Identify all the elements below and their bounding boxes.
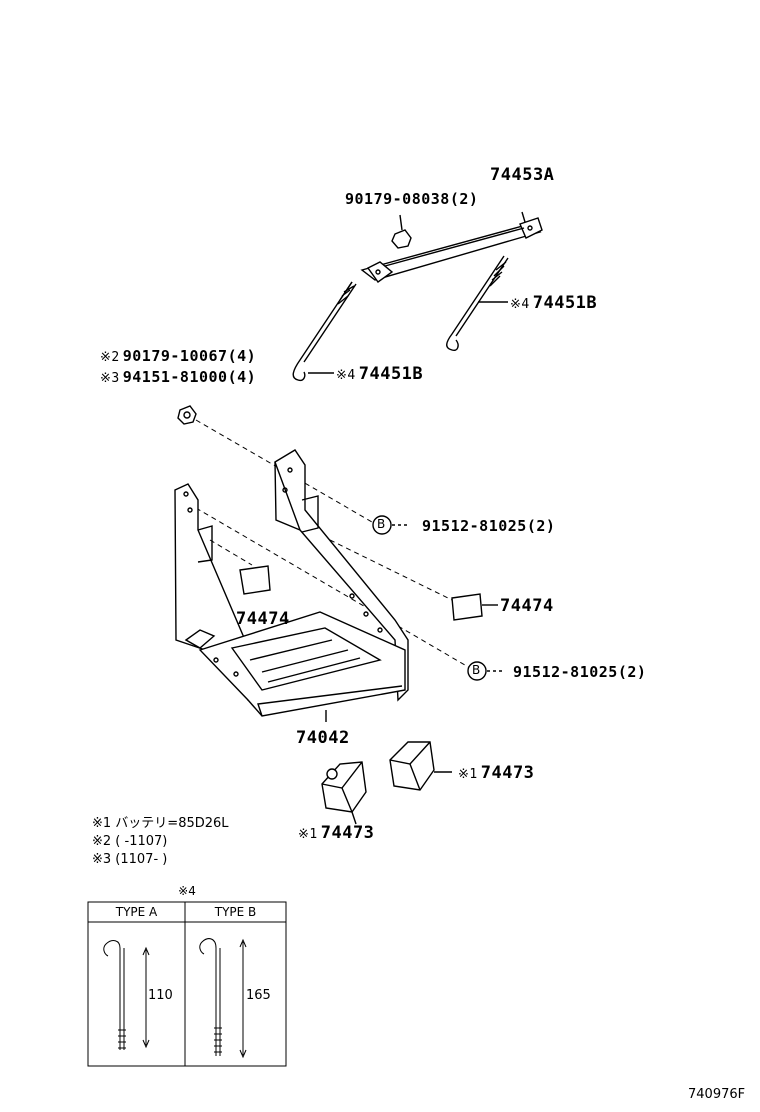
label-nut-upper: 90179-08038(2): [345, 190, 478, 208]
table-col-a: TYPE A: [115, 905, 158, 919]
pad-right-shape: [451, 593, 498, 621]
circle-b-upper-letter: B: [377, 517, 386, 531]
diagram-code: 740976F: [688, 1087, 746, 1102]
nut-b-qty: (4): [227, 347, 257, 365]
bolt-lower-qty: (2): [617, 663, 647, 681]
table-col-b: TYPE B: [214, 905, 257, 919]
circle-b-markers: [372, 515, 505, 681]
nut-c-number: 94151-81000: [122, 368, 228, 386]
nut-b-mark: ※2: [100, 350, 120, 365]
label-bolt-upper: 91512-81025(2): [422, 517, 555, 535]
note-1: ※1 バッテリ=85D26L: [92, 816, 229, 831]
pad-left-shape: [239, 565, 271, 595]
bolt-lower-number: 91512-81025: [513, 663, 618, 681]
block-left-mark: ※1: [298, 827, 318, 842]
note-3: ※3 (1107- ): [92, 852, 168, 867]
bolt-upper-qty: (2): [526, 517, 556, 535]
battery-clamp-bar: [360, 211, 543, 283]
battery-tray: [174, 449, 409, 722]
nut-left: [177, 405, 197, 425]
nut-c-mark: ※3: [100, 371, 120, 386]
note-2: ※2 ( -1107): [92, 834, 168, 849]
dim-type-b: 165: [246, 988, 271, 1003]
label-bolt-lower: 91512-81025(2): [513, 663, 646, 681]
nut-upper-number: 90179-08038: [345, 190, 450, 208]
nut-upper: [391, 214, 412, 249]
type-table: [87, 901, 287, 1067]
label-clamp-top: 74453A: [490, 165, 555, 185]
block-left-number: 74473: [320, 823, 375, 843]
block-right-number: 74473: [480, 763, 535, 783]
label-tray: 74042: [296, 728, 350, 748]
block-right-mark: ※1: [458, 767, 478, 782]
table-title: ※4: [178, 884, 196, 898]
nut-c-qty: (4): [227, 368, 257, 386]
rod-left-number: 74451B: [358, 364, 424, 384]
label-pad-left: 74474: [236, 609, 290, 629]
circle-b-lower-letter: B: [472, 663, 481, 677]
nut-upper-qty: (2): [449, 190, 479, 208]
rod-left-mark: ※4: [336, 368, 356, 383]
block-left-shape: [321, 761, 367, 825]
hook-rod-left: [292, 281, 357, 382]
dim-type-a: 110: [148, 988, 173, 1003]
hook-rod-right: [446, 255, 509, 352]
label-pad-right: 74474: [500, 596, 554, 616]
nut-b-number: 90179-10067: [122, 347, 228, 365]
rod-right-number: 74451B: [532, 293, 598, 313]
bolt-upper-number: 91512-81025: [422, 517, 527, 535]
block-right-shape: [389, 741, 452, 791]
rod-right-mark: ※4: [510, 297, 530, 312]
